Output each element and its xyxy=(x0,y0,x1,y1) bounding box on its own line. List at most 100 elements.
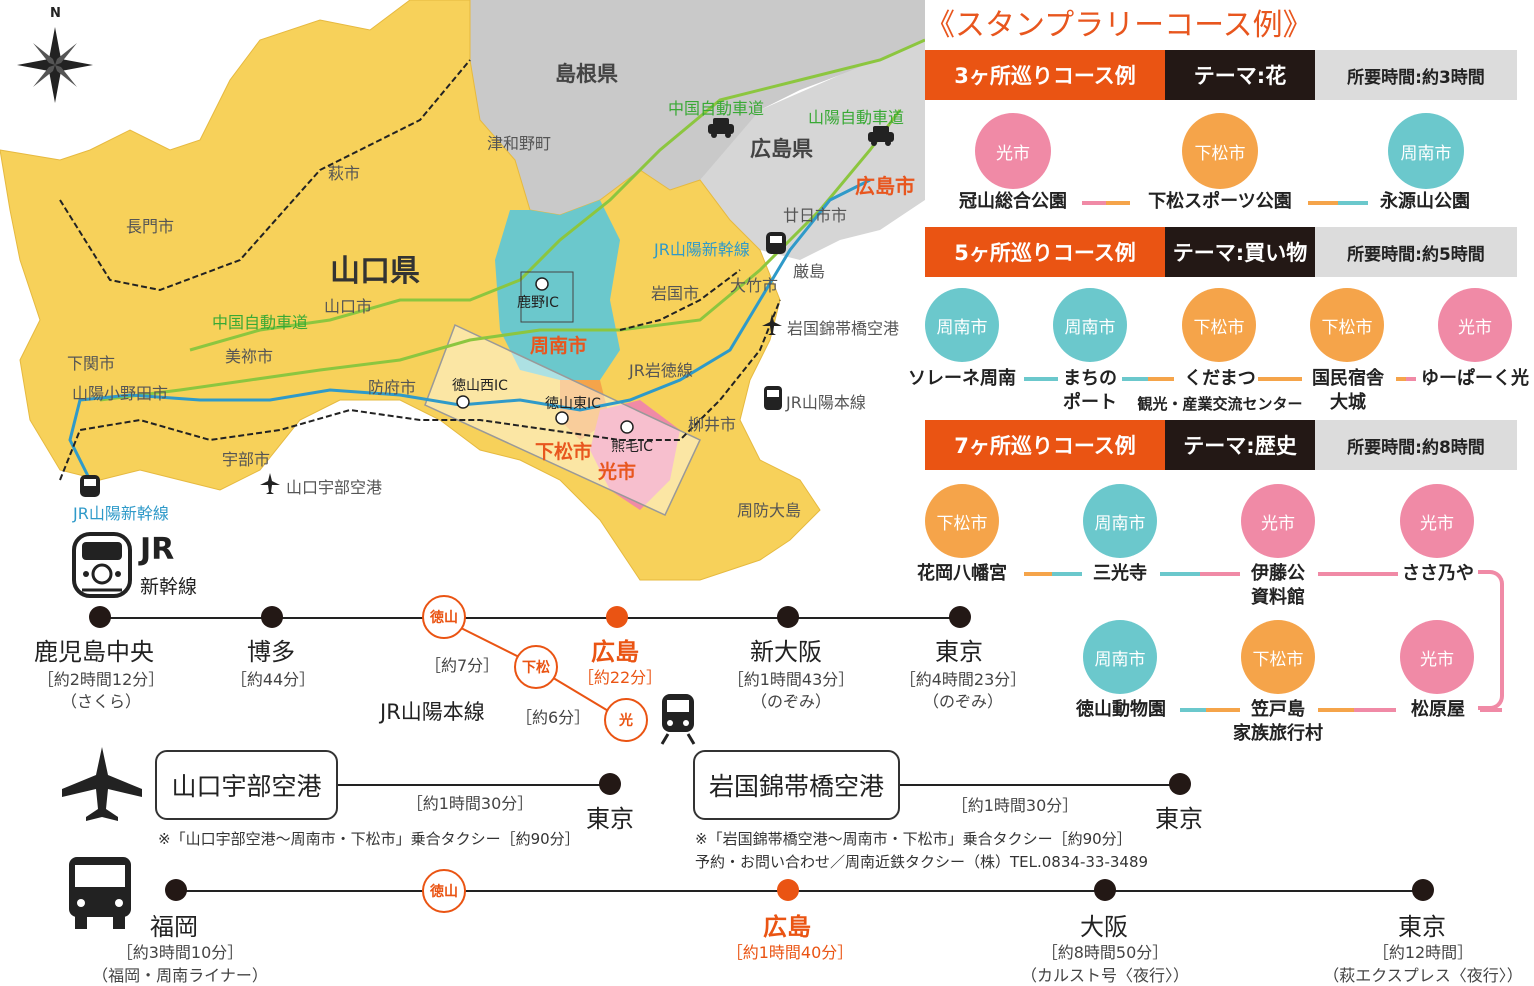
jr-station-name: 鹿児島中央 xyxy=(34,638,154,666)
compass-north-label: N xyxy=(50,6,61,21)
shunan-region xyxy=(495,200,620,380)
jr-duration: ［約44分］ xyxy=(230,670,316,689)
course-theme: テーマ:花 xyxy=(1165,50,1315,100)
bus-station-dot xyxy=(1094,879,1116,901)
stamp-circle: 周南市 xyxy=(1083,484,1157,558)
stamp-circle: 下松市 xyxy=(1310,288,1384,362)
map-label-hiroshima-pref: 広島県 xyxy=(750,137,813,161)
map-label-shimane: 島根県 xyxy=(555,62,618,86)
jr-sanyo-line xyxy=(59,299,781,481)
map-label-mine: 美祢市 xyxy=(225,347,274,366)
tokuyama-higashi-ic-marker xyxy=(555,411,569,425)
tokuyama-nishi-ic-marker xyxy=(456,395,470,409)
map-label-hofu: 防府市 xyxy=(368,378,417,397)
map-label-jr-gantoku: JR岩徳線 xyxy=(629,361,693,380)
ube-taxi-note: ※「山口宇部空港～周南市・下松市」乗合タクシー［約90分］ xyxy=(158,830,580,848)
bus-station-name: 東京 xyxy=(1398,913,1446,941)
map-label-tsuwano: 津和野町 xyxy=(487,134,552,153)
map-label-ube-airport: 山口宇部空港 xyxy=(286,478,383,497)
jr-line xyxy=(100,617,960,619)
iwakuni-air-dest: 東京 xyxy=(1155,805,1203,833)
spot-name: 国民宿舎 xyxy=(1312,368,1384,389)
map-label-jr-sanyo-main: JR山陽本線 xyxy=(786,393,866,412)
route-segment xyxy=(1024,377,1058,381)
route-segment xyxy=(1206,708,1240,712)
route-connector xyxy=(1478,570,1504,710)
stamp-circle: 下松市 xyxy=(1182,288,1256,362)
spot-name-line2: 資料館 xyxy=(1251,587,1305,608)
spot-name: 下松スポーツ公園 xyxy=(1148,191,1292,212)
map-label-iwakuni-airport: 岩国錦帯橋空港 xyxy=(787,319,900,338)
spot-name: 伊藤公 xyxy=(1251,563,1305,584)
map-area: N 島根県 広島県 山口県 津和野町 萩市 長門市 山口市 美祢市 下関市 山陽… xyxy=(0,0,926,590)
stamp-circle: 周南市 xyxy=(1053,288,1127,362)
map-label-kudamatsu: 下松市 xyxy=(535,441,593,463)
course-name: 3ヶ所巡りコース例 xyxy=(925,50,1165,100)
stamp-circle: 光市 xyxy=(1400,620,1474,694)
iwakuni-air-line xyxy=(900,784,1180,786)
route-segment xyxy=(1354,708,1396,712)
map-label-ube: 宇部市 xyxy=(222,450,271,469)
spot-name: ソレーネ周南 xyxy=(908,368,1016,389)
map-label-itsukushima: 厳島 xyxy=(793,262,826,281)
air-dest-dot xyxy=(599,773,621,795)
bus-station-dot xyxy=(1412,879,1434,901)
map-label-suo-oshima: 周防大島 xyxy=(737,501,802,520)
jr-sub-label: 新幹線 xyxy=(140,576,198,598)
spot-name: くだまつ xyxy=(1184,368,1256,389)
train-icon-map-east xyxy=(766,232,786,254)
jr-station-name: 東京 xyxy=(935,638,983,666)
bus-station-dot xyxy=(165,879,187,901)
spot-name: 笠戸島 xyxy=(1251,699,1305,720)
map-label-hagi: 萩市 xyxy=(328,164,361,183)
route-segment xyxy=(1480,708,1502,712)
map-label-tokuyama-higashi-ic: 徳山東IC xyxy=(545,396,601,412)
course-theme: テーマ:買い物 xyxy=(1165,227,1315,277)
bus-line xyxy=(176,890,1424,892)
route-segment xyxy=(1396,377,1406,381)
route-segment xyxy=(1318,708,1354,712)
spot-name-line2: 大城 xyxy=(1330,392,1366,413)
map-label-kumage-ic: 熊毛IC xyxy=(611,439,653,455)
spot-name: 永源山公園 xyxy=(1380,191,1470,212)
route-segment xyxy=(1200,572,1240,576)
spot-name: ゆーぱーく光 xyxy=(1421,368,1529,389)
airplane-icon xyxy=(62,747,142,821)
airplane-icon-iwakuni xyxy=(762,314,782,335)
shinkansen-icon xyxy=(72,532,132,598)
bus-duration-hiroshima: ［約1時間40分］ xyxy=(726,943,854,962)
ube-air-duration: ［約1時間30分］ xyxy=(406,794,534,813)
car-icon-east xyxy=(868,126,894,146)
bus-service: （萩エクスプレス〈夜行〉） xyxy=(1323,966,1523,985)
map-label-hatsukaichi: 廿日市市 xyxy=(783,206,848,225)
jr-duration-hiroshima: ［約22分］ xyxy=(577,668,663,687)
route-segment xyxy=(1180,708,1206,712)
jr-other-line xyxy=(59,59,471,292)
route-segment xyxy=(1308,201,1338,205)
station-dot xyxy=(261,606,283,628)
course-time: 所要時間:約3時間 xyxy=(1315,50,1517,100)
stamp-circle: 下松市 xyxy=(925,484,999,558)
jr-sanyo-main-label: JR山陽本線 xyxy=(380,700,485,724)
iwakuni-air-duration: ［約1時間30分］ xyxy=(951,796,1079,815)
stamp-circle: 下松市 xyxy=(1241,620,1315,694)
kudamatsu-station-marker: 下松 xyxy=(514,645,558,689)
map-label-nagato: 長門市 xyxy=(126,217,175,236)
air-dest-dot xyxy=(1169,773,1191,795)
map-label-shunan: 周南市 xyxy=(530,335,588,357)
spot-name: 花岡八幡宮 xyxy=(917,563,1007,584)
route-segment xyxy=(1318,572,1398,576)
course-bar-7: 7ヶ所巡りコース例 テーマ:歴史 所要時間:約8時間 xyxy=(925,420,1517,470)
ube-air-line xyxy=(338,784,610,786)
spot-name: まちの xyxy=(1063,368,1117,389)
jr-duration: ［約2時間12分］ xyxy=(37,670,165,689)
train-icon xyxy=(660,694,696,745)
spot-name: 三光寺 xyxy=(1093,563,1147,584)
train-icon-map-west xyxy=(80,475,100,497)
course-name: 7ヶ所巡りコース例 xyxy=(925,420,1165,470)
route-segment xyxy=(1122,377,1148,381)
route-segment xyxy=(1338,201,1368,205)
map-label-iwakuni: 岩国市 xyxy=(651,284,700,303)
route-segment xyxy=(1106,201,1130,205)
stamp-circle: 光市 xyxy=(975,113,1051,189)
